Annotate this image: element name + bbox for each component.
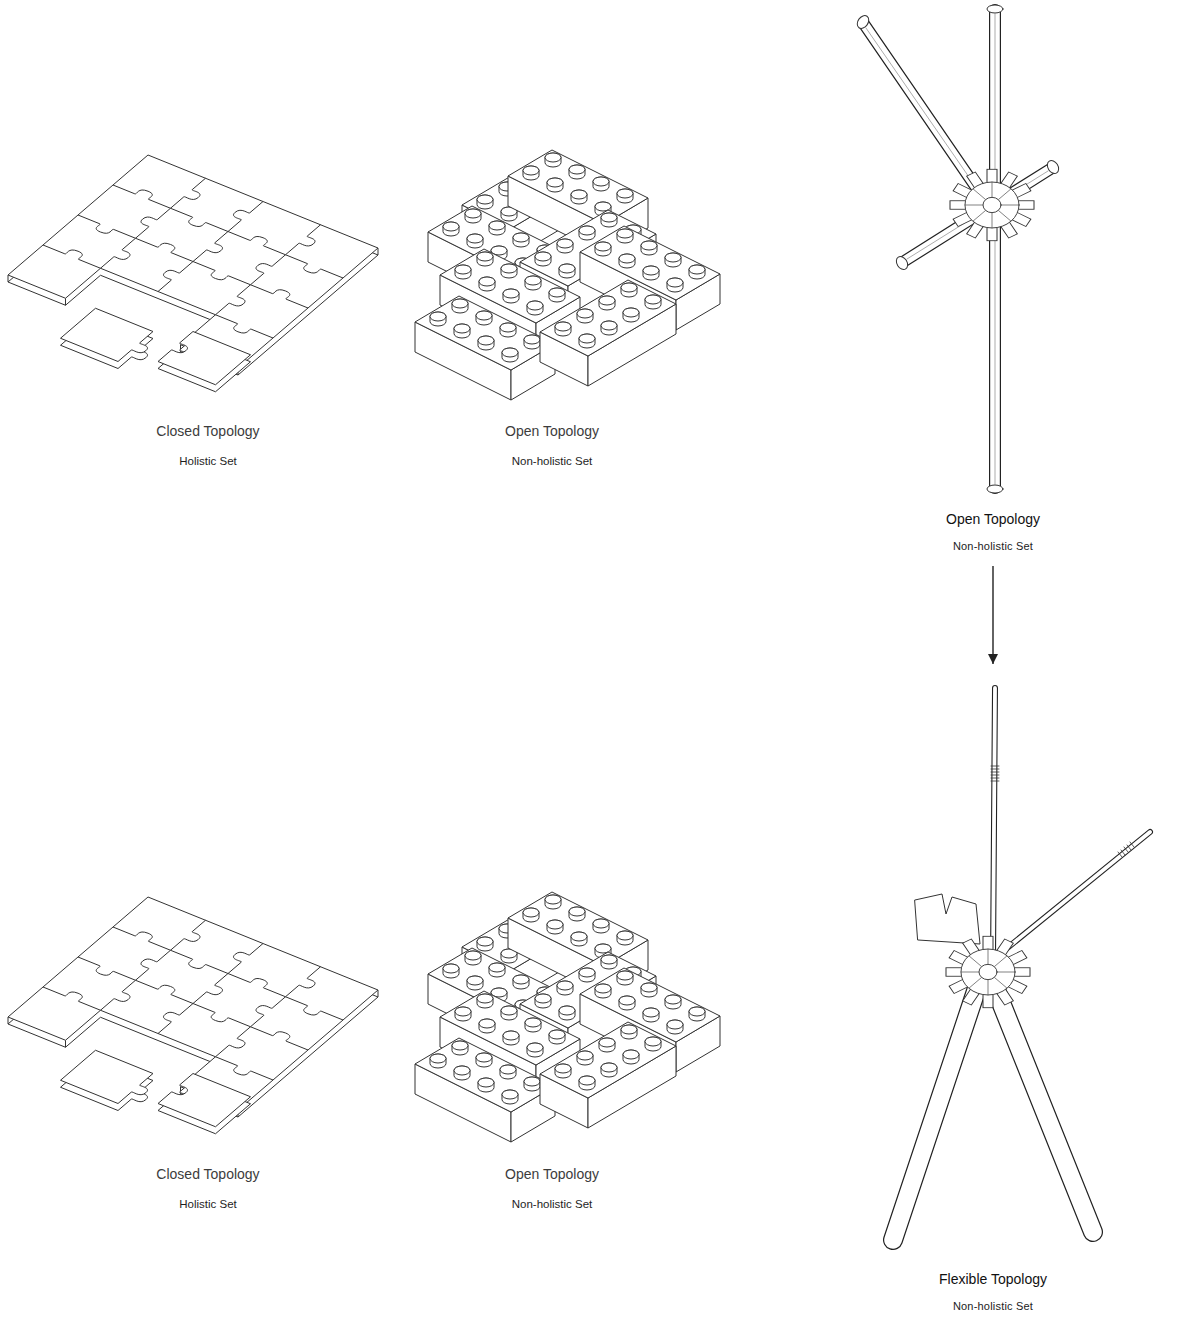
- illustration-caption-group: Open TopologyNon-holistic Set: [893, 4, 1093, 566]
- puzzle-illustration: [8, 155, 378, 392]
- flow-arrow: [992, 566, 993, 664]
- illustration-caption-group: Closed TopologyHolistic Set: [8, 150, 408, 469]
- caption-subtitle: Non-holistic Set: [512, 1196, 593, 1212]
- caption-subtitle: Holistic Set: [179, 453, 237, 469]
- illustration-caption-group: Flexible TopologyNon-holistic Set: [893, 664, 1093, 1314]
- puzzle-illustration: [8, 897, 378, 1134]
- caption-subtitle: Non-holistic Set: [512, 453, 593, 469]
- caption-subtitle: Non-holistic Set: [953, 538, 1033, 554]
- caption-title: Closed Topology: [156, 421, 259, 441]
- flexible-rods-illustration: [893, 688, 1150, 1240]
- caption-subtitle: Non-holistic Set: [953, 1298, 1033, 1314]
- caption-title: Open Topology: [505, 1164, 599, 1184]
- caption-title: Open Topology: [505, 421, 599, 441]
- caption-title: Flexible Topology: [939, 1269, 1047, 1289]
- caption-title: Open Topology: [946, 509, 1040, 529]
- illustration-caption-group: Open TopologyNon-holistic Set: [412, 150, 692, 469]
- connector-rods-illustration: [855, 5, 1061, 493]
- illustration-caption-group: Closed TopologyHolistic Set: [8, 893, 408, 1212]
- caption-title: Closed Topology: [156, 1164, 259, 1184]
- illustration-caption-group: Open TopologyNon-holistic Set: [412, 893, 692, 1212]
- caption-subtitle: Holistic Set: [179, 1196, 237, 1212]
- brick-illustration: [415, 892, 720, 1142]
- brick-illustration: [415, 150, 720, 400]
